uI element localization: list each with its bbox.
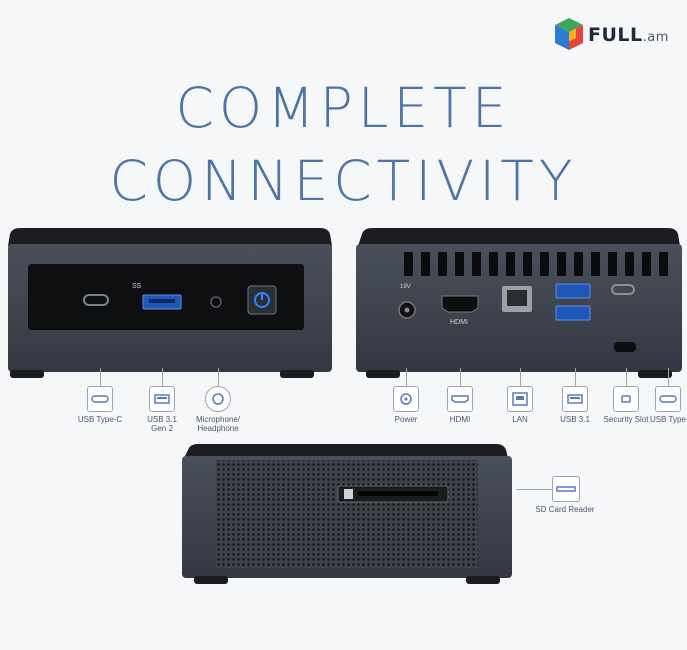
- rear-callout-line-2: [460, 368, 461, 386]
- rear-callout-line-3: [520, 368, 521, 386]
- usb-ss-marking: SS: [132, 283, 142, 290]
- lan-port-icon: [507, 386, 533, 412]
- audio-jack-icon: [205, 386, 231, 412]
- rear-port-label-1: Power: [394, 415, 418, 424]
- rear-port-label-5: Security Slot: [603, 415, 649, 424]
- brand-cube-icon: [555, 18, 583, 50]
- usb-c-port-icon: [87, 386, 113, 412]
- brand-domain: .am: [642, 30, 669, 45]
- front-callout-line-2: [162, 368, 163, 386]
- hdmi-port-icon: [447, 386, 473, 412]
- front-device-image: SS: [8, 228, 332, 378]
- front-port-label-3: Microphone/ Headphone: [195, 415, 241, 433]
- rear-callout-line-1: [406, 368, 407, 386]
- front-callout-line-3: [218, 368, 219, 386]
- rear-callout-line-5: [626, 368, 627, 386]
- brand-logo: FULL.am: [552, 14, 682, 54]
- front-callout-line-1: [100, 368, 101, 386]
- front-port-label-2: USB 3.1 Gen 2: [147, 415, 177, 433]
- rear-callout-line-6: [668, 368, 669, 386]
- hdmi-marking: HDMI: [450, 319, 468, 326]
- headline-line-2: CONNECTIVITY: [109, 149, 578, 213]
- rear-port-label-6: USB Type-C: [650, 415, 687, 424]
- rear-port-label-4: USB 3.1: [560, 415, 590, 424]
- dc-in-marking: 19V: [400, 284, 411, 290]
- rear-device-image: 19V HDMI: [356, 228, 682, 378]
- usb-a-port-icon: [562, 386, 588, 412]
- rear-callout-line-4: [575, 368, 576, 386]
- rear-port-label-3: LAN: [512, 415, 528, 424]
- usb-c-port-icon: [655, 386, 681, 412]
- side-port-label-1: SD Card Reader: [535, 505, 595, 514]
- power-port-icon: [393, 386, 419, 412]
- usb-a-port-icon: [149, 386, 175, 412]
- headline-line-1: COMPLETE: [175, 76, 512, 140]
- sd-callout-line: [516, 489, 552, 490]
- front-port-label-1: USB Type-C: [77, 415, 123, 424]
- security-slot-icon: [613, 386, 639, 412]
- brand-name: FULL: [588, 24, 643, 46]
- sd-card-reader-icon: [552, 476, 580, 502]
- rear-port-label-2: HDMI: [449, 415, 471, 424]
- side-device-image: [182, 444, 512, 584]
